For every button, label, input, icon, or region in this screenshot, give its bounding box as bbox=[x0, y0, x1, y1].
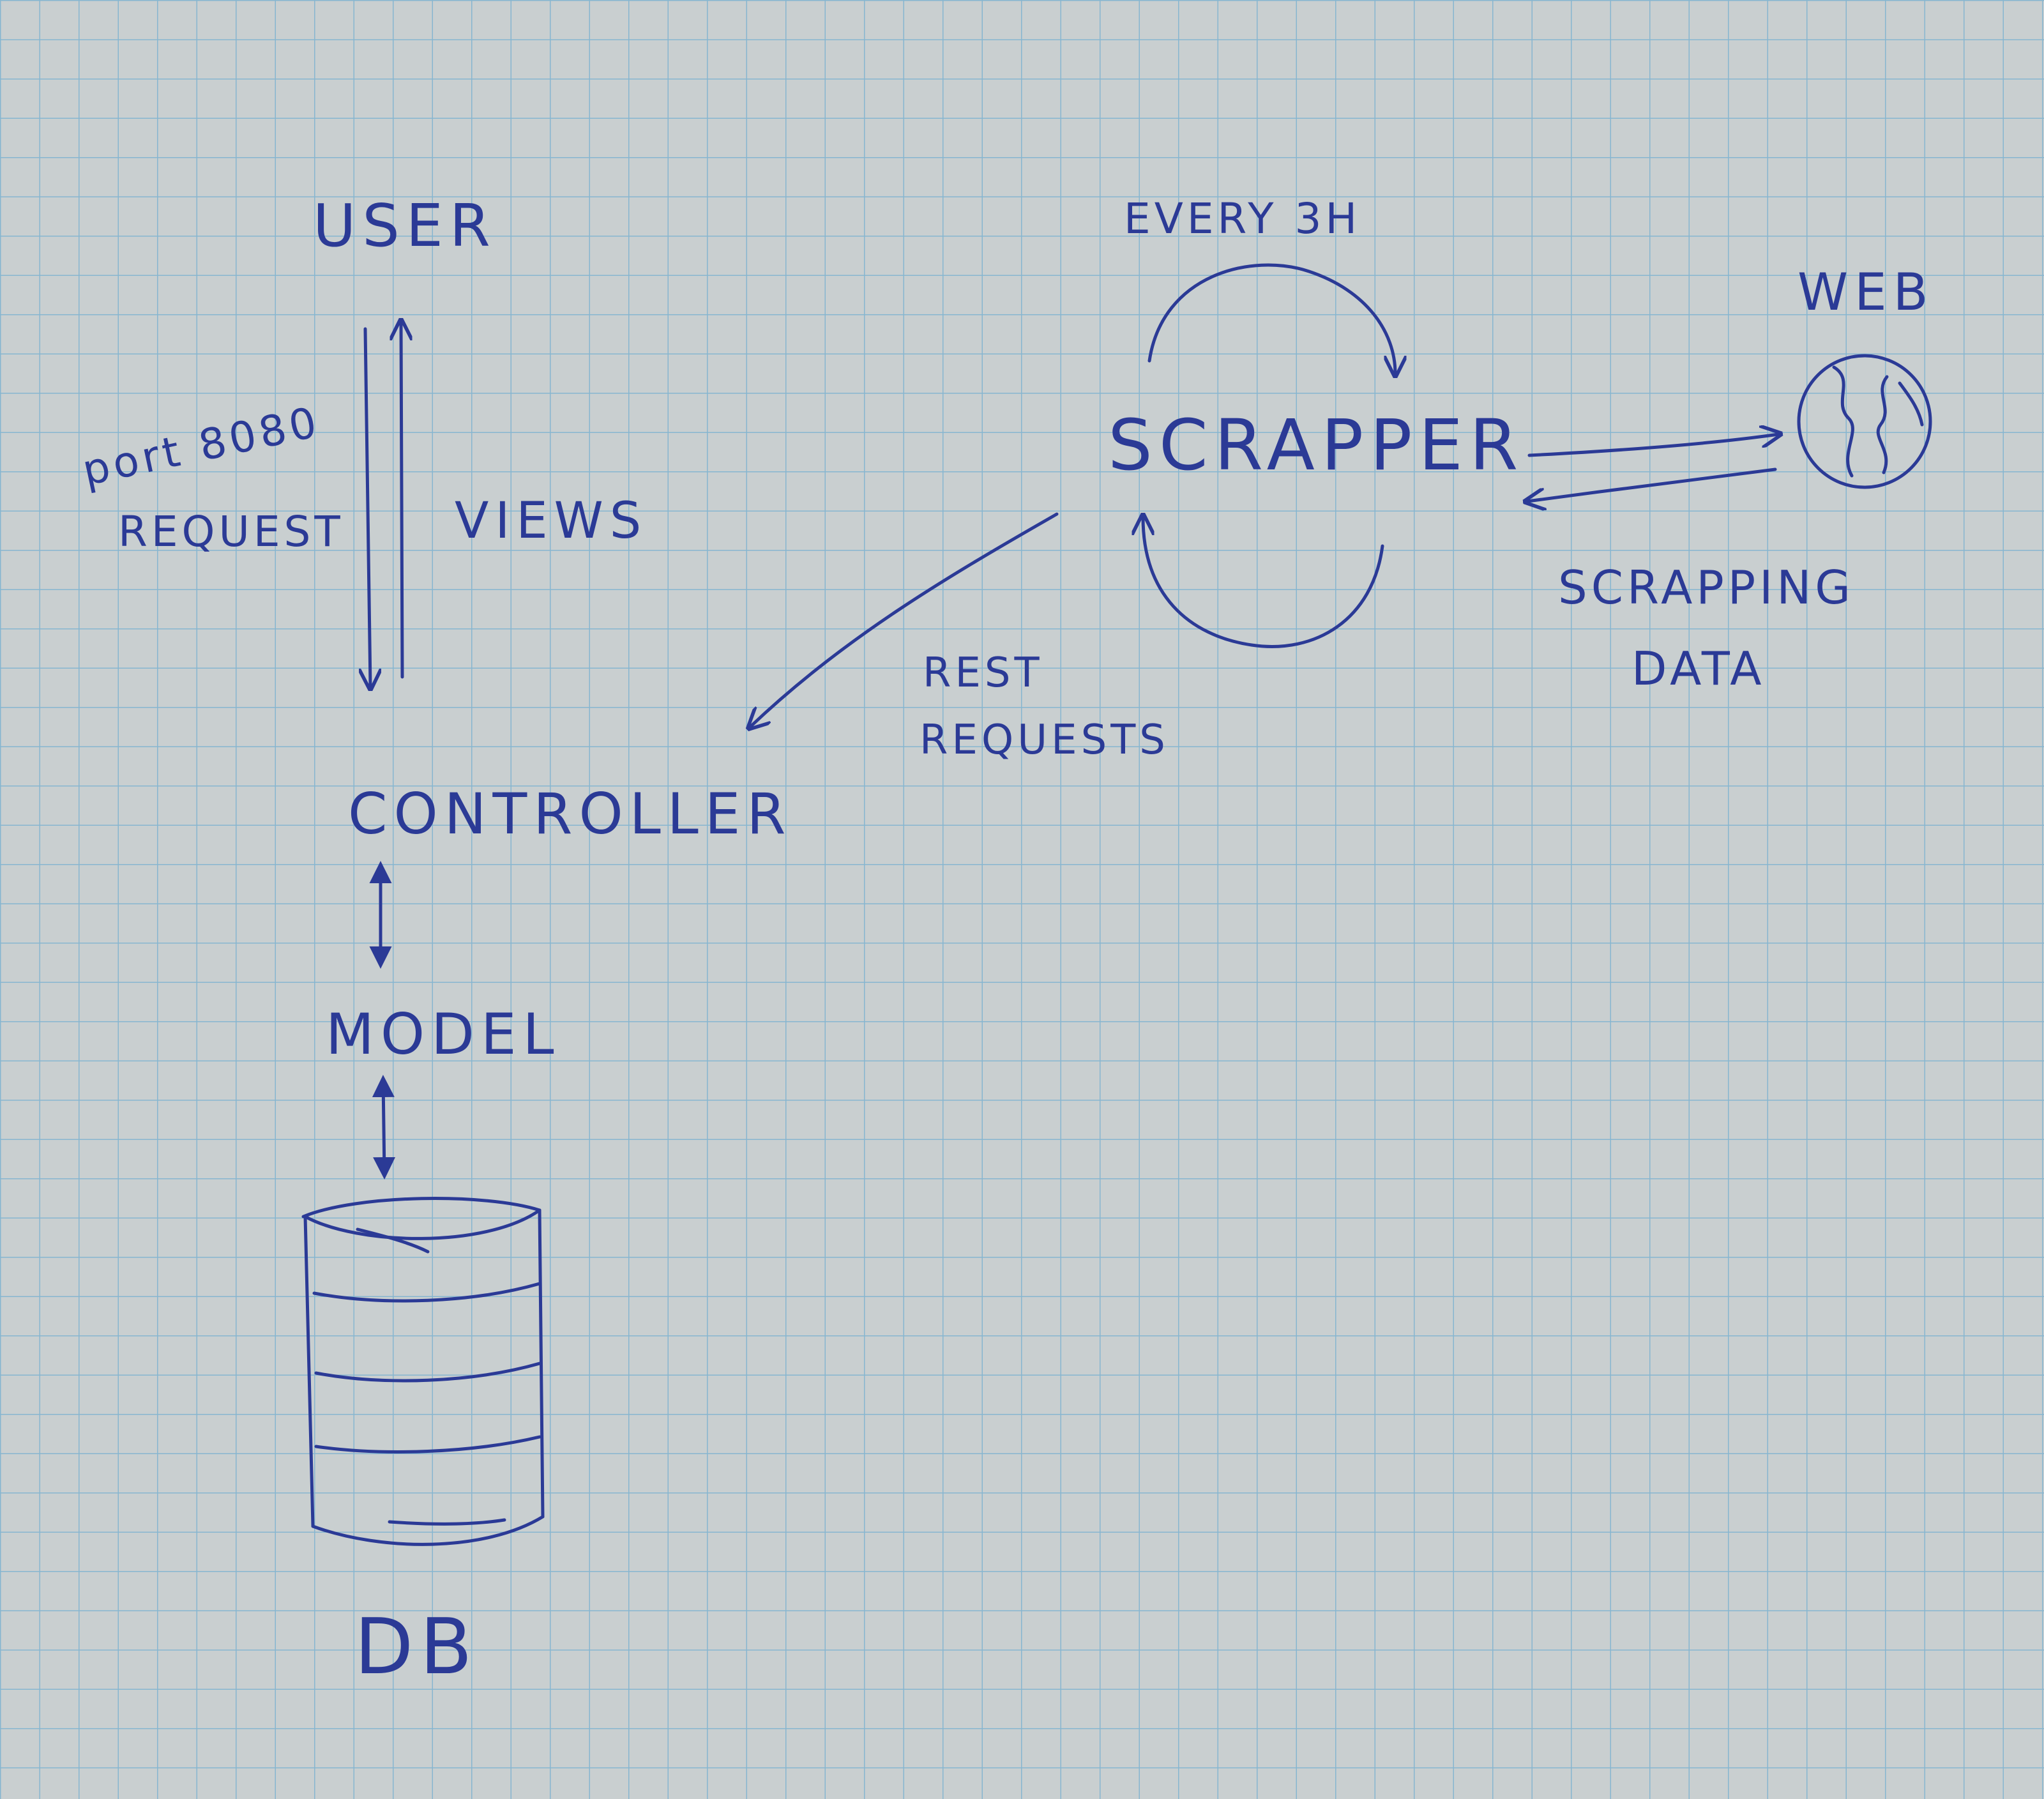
arrow-loop-bottom bbox=[1143, 517, 1384, 648]
label-views: VIEWS bbox=[455, 492, 647, 550]
label-every: EVERY 3H bbox=[1124, 194, 1361, 243]
label-rest: REST bbox=[923, 649, 1043, 697]
node-user: USER bbox=[313, 192, 497, 260]
globe-icon bbox=[1797, 354, 1932, 489]
arrow-scrapper-web bbox=[1527, 434, 1778, 457]
label-requests: REQUESTS bbox=[920, 717, 1169, 764]
arrow-user-request bbox=[365, 327, 370, 687]
node-controller: CONTROLLER bbox=[348, 781, 792, 847]
arrow-loop-top bbox=[1147, 263, 1395, 374]
node-web: WEB bbox=[1798, 262, 1935, 322]
arrow-views bbox=[401, 323, 402, 679]
arrow-rest-requests bbox=[750, 512, 1059, 727]
label-scrapping: SCRAPPING bbox=[1558, 561, 1854, 614]
node-model: MODEL bbox=[326, 1001, 561, 1067]
node-scrapper: SCRAPPER bbox=[1108, 404, 1524, 486]
arrow-model-db bbox=[372, 1075, 396, 1180]
node-db: DB bbox=[354, 1603, 479, 1692]
database-cylinder-icon bbox=[301, 1197, 545, 1546]
label-data: DATA bbox=[1631, 642, 1765, 695]
label-request: REQUEST bbox=[118, 507, 344, 556]
arrow-web-scrapper bbox=[1527, 467, 1777, 501]
